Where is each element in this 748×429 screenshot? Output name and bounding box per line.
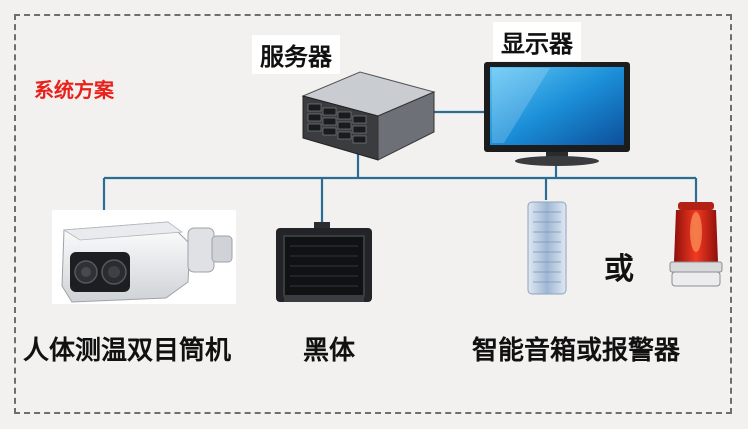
or-label: 或 [604, 252, 634, 287]
thermal-camera-icon [52, 210, 236, 304]
server-label: 服务器 [252, 35, 340, 74]
monitor-label: 显示器 [493, 22, 581, 61]
dashed-border [14, 14, 732, 414]
monitor-icon [484, 62, 630, 166]
blackbody-label: 黑体 [303, 336, 356, 366]
blackbody-icon [276, 222, 372, 302]
camera-label: 人体测温双目筒机 [23, 336, 232, 366]
alarm-light-icon [669, 202, 723, 287]
speaker-alarm-label: 智能音箱或报警器 [472, 336, 681, 366]
solution-title: 系统方案 [34, 78, 114, 102]
speaker-icon [527, 201, 567, 295]
server-icon [301, 71, 436, 161]
connector-lines [102, 110, 698, 222]
